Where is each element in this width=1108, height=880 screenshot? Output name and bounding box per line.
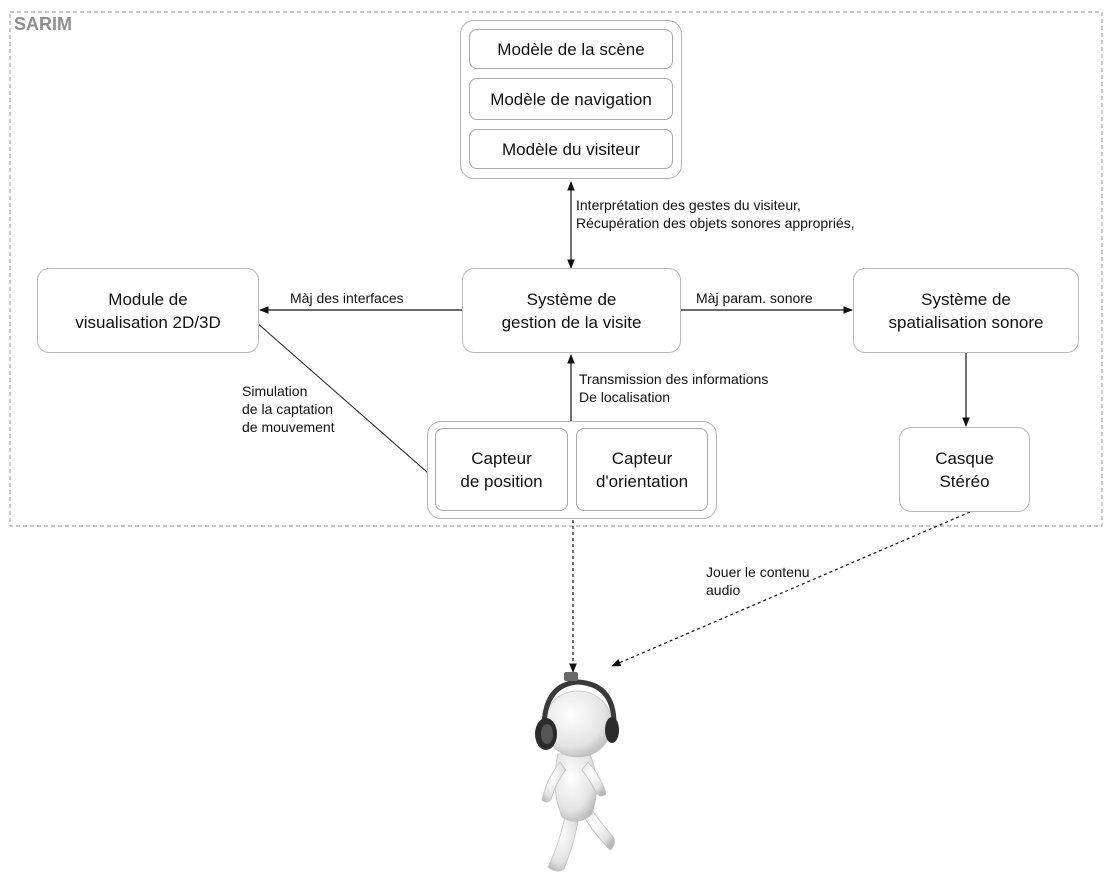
transmission-line2: De localisation — [579, 389, 671, 405]
capteur-orientation-box: Capteur d'orientation — [576, 428, 708, 511]
transmission-line1: Transmission des informations — [579, 371, 769, 387]
jouer-label: Jouer le contenu audio — [706, 563, 810, 599]
simulation-line1: Simulation — [242, 383, 308, 399]
interpretation-line2: Récupération des objets sonores appropri… — [576, 215, 855, 231]
jouer-line1: Jouer le contenu — [706, 564, 810, 580]
simulation-line3: de mouvement — [242, 419, 335, 435]
interpretation-line1: Interprétation des gestes du visiteur, — [576, 197, 801, 213]
visualisation-line2: visualisation 2D/3D — [75, 312, 221, 332]
model-visitor-box: Modèle du visiteur — [469, 129, 673, 169]
capteur-orientation-line1: Capteur — [611, 448, 673, 468]
spatialisation-line2: spatialisation sonore — [888, 312, 1044, 332]
visitor-leg-right — [581, 809, 615, 851]
capteur-orientation-line2: d'orientation — [595, 471, 689, 491]
spatialisation-box: Système de spatialisation sonore — [853, 268, 1079, 353]
maj-param-label: Màj param. sonore — [696, 290, 813, 306]
gestion-line1: Système de — [526, 289, 617, 309]
transmission-label: Transmission des informations De localis… — [579, 370, 768, 406]
visitor-leg-left — [547, 811, 579, 872]
capteur-position-box: Capteur de position — [435, 428, 568, 511]
gestion-line2: gestion de la visite — [501, 312, 642, 332]
jouer-line2: audio — [706, 582, 741, 598]
dashed-arrow-casque-person — [611, 511, 971, 667]
visitor-figure — [535, 672, 619, 872]
headphone-band — [541, 679, 617, 725]
line-visualisation-capteur — [255, 321, 437, 481]
capteur-position-line1: Capteur — [471, 448, 532, 468]
visualisation-line1: Module de — [108, 289, 188, 309]
interpretation-label: Interprétation des gestes du visiteur, R… — [576, 196, 855, 232]
model-visitor-label: Modèle du visiteur — [502, 139, 640, 159]
sarim-label: SARIM — [14, 14, 72, 34]
maj-interfaces-label: Màj des interfaces — [290, 290, 404, 306]
simulation-line2: de la captation — [242, 401, 334, 417]
spatialisation-line1: Système de — [921, 289, 1011, 309]
sarim-boundary — [9, 11, 1103, 527]
headphone-cup-left-ring — [541, 724, 553, 744]
casque-stereo-box: Casque Stéréo — [899, 427, 1030, 512]
visualisation-module-box: Module de visualisation 2D/3D — [37, 268, 259, 353]
model-scene-box: Modèle de la scène — [469, 29, 673, 69]
casque-line1: Casque — [935, 448, 994, 468]
headphone-top — [564, 672, 578, 681]
headphone-cup-right — [605, 717, 619, 743]
gestion-visite-box: Système de gestion de la visite — [462, 268, 681, 353]
simulation-label: Simulation de la captation de mouvement — [242, 382, 335, 436]
model-navigation-box: Modèle de navigation — [469, 78, 673, 120]
casque-line2: Stéréo — [939, 471, 990, 491]
capteur-position-line2: de position — [460, 471, 543, 491]
visitor-arm-left — [541, 761, 567, 803]
model-scene-label: Modèle de la scène — [497, 39, 645, 59]
visitor-arm-right — [581, 761, 607, 797]
model-navigation-label: Modèle de navigation — [490, 89, 652, 109]
